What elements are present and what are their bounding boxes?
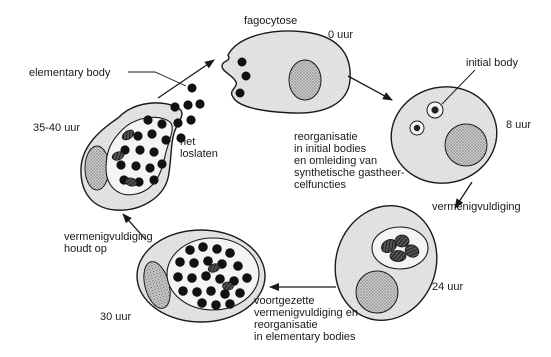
voortgezette-line: voortgezette [254,295,315,307]
houdt-line: houdt op [64,243,107,255]
label-loslaten: loslaten [180,148,218,160]
elementary-body-dot [238,58,247,67]
host-nucleus [85,146,109,190]
label-houdt-op-block: vermenigvuldiging houdt op [64,231,153,255]
label-time-0: 0 uur [328,29,353,41]
reorg-line: synthetische gastheer- [294,167,405,179]
voortgezette-line: reorganisatie [254,319,318,331]
label-time-8: 8 uur [506,119,531,131]
voortgezette-line: in elementary bodies [254,331,356,343]
label-reorganisatie-block: reorganisatie in initial bodies en omlei… [294,131,405,191]
cell-0-uur [188,31,351,113]
label-het: het [180,136,195,148]
label-fagocytose: fagocytose [244,15,297,27]
label-initial-body: initial body [466,57,518,69]
initial-body [431,106,438,113]
label-elementary-body: elementary body [29,67,111,79]
label-time-30: 30 uur [100,311,132,323]
host-nucleus [289,60,321,100]
reorg-line: reorganisatie [294,131,358,143]
houdt-line: vermenigvuldiging [64,231,153,243]
inclusion-vacuole [372,227,428,269]
arrow-35-to-0 [158,60,214,98]
cell-30-uur [137,230,265,322]
label-time-24: 24 uur [432,281,464,293]
host-nucleus [445,124,487,166]
elementary-body-dot [236,89,245,98]
label-vermenigvuldiging: vermenigvuldiging [432,201,521,213]
host-nucleus [356,271,398,313]
cell-membrane [222,31,350,113]
voortgezette-line: vermenigvuldiging en [254,307,358,319]
label-time-35-40: 35-40 uur [33,122,80,134]
label-voortgezette-block: voortgezette vermenigvuldiging en reorga… [254,295,358,343]
reorg-line: in initial bodies [294,143,367,155]
elementary-body-dot [188,84,197,93]
elementary-body-dot [242,72,251,81]
initial-body [414,125,420,131]
arrow-0-to-8 [348,76,392,100]
reorg-line: en omleiding van [294,155,377,167]
reorg-line: celfuncties [294,179,346,191]
leader-elementary-body [128,72,186,86]
